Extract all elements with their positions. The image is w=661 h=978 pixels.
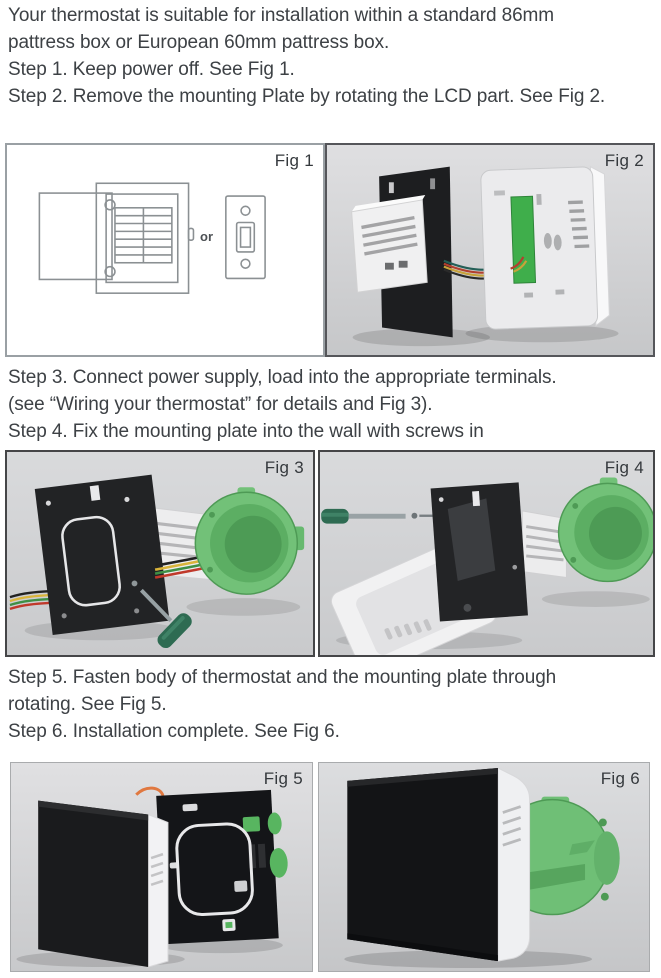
installed-render: [344, 767, 620, 969]
intro-and-steps-1-2: Your thermostat is suitable for installa…: [8, 2, 661, 110]
pattress-box: [194, 487, 305, 595]
mounting-plate: [34, 474, 170, 636]
switch-rocker: [235, 221, 256, 253]
plate-squircle: [175, 822, 254, 916]
text-line: Step 5. Fasten body of thermostat and th…: [8, 667, 557, 688]
back-plate: [480, 165, 610, 330]
wiring-render: [9, 474, 305, 649]
screw-icon: [104, 265, 116, 278]
fastening-render: [16, 786, 288, 968]
wire-ends: [510, 256, 528, 273]
figure-4-panel: Fig 4: [318, 450, 655, 657]
light-switch-plate: [225, 195, 266, 280]
thermostat-body: [347, 767, 498, 962]
power-module-top: [351, 195, 426, 212]
figure-1-panel: or Fig 1: [5, 143, 325, 357]
screwdriver-icon: [131, 580, 192, 649]
screw-icon: [104, 199, 116, 211]
fixing-render: [321, 477, 653, 655]
figure-6-label: Fig 6: [600, 769, 640, 788]
text-line: Step 6. Installation complete. See Fig 6…: [8, 721, 340, 742]
figure-6-panel: Fig 6: [318, 762, 650, 972]
figure-2-panel: Fig 2: [325, 143, 655, 357]
fuse-box-drawing: [38, 182, 266, 294]
text-line: Step 3. Connect power supply, load into …: [8, 367, 557, 388]
screw-icon: [240, 205, 251, 216]
text-line: (see “Wiring your thermostat” for detail…: [8, 394, 433, 415]
text-line: Step 1. Keep power off. See Fig 1.: [8, 59, 295, 80]
power-module: [351, 199, 428, 293]
text-line: rotating. See Fig 5.: [8, 694, 167, 715]
figure-3-panel: Fig 3: [5, 450, 315, 657]
figure-5-panel: Fig 5: [10, 762, 313, 972]
mounting-plate: [156, 789, 288, 945]
screwdriver-icon: [321, 508, 435, 524]
figure-5-label: Fig 5: [263, 769, 303, 788]
text-line: Step 2. Remove the mounting Plate by rot…: [8, 86, 606, 107]
latch: [187, 227, 195, 241]
steps-5-6: Step 5. Fasten body of thermostat and th…: [8, 664, 661, 745]
orange-wire: [135, 786, 165, 797]
figure-2-label: Fig 2: [604, 151, 644, 170]
text-line: Your thermostat is suitable for installa…: [8, 5, 554, 26]
thermostat-side-edge: [147, 813, 169, 968]
figure-1-label: Fig 1: [274, 151, 314, 170]
steps-3-4: Step 3. Connect power supply, load into …: [8, 364, 661, 445]
thermostat-back-render: [351, 165, 619, 347]
plate-squircle: [61, 515, 121, 607]
screw-icon: [240, 258, 251, 269]
fuse-box-inner-frame: [105, 193, 179, 284]
mounting-plate: [430, 482, 528, 622]
switch-rocker-inner: [239, 226, 252, 248]
figure-3-label: Fig 3: [264, 458, 304, 477]
text-line: pattress box or European 60mm pattress b…: [8, 32, 390, 53]
pattress-box: [557, 477, 653, 583]
pcb-green: [510, 195, 537, 284]
or-label: or: [200, 229, 213, 244]
text-line: Step 4. Fix the mounting plate into the …: [8, 421, 484, 442]
fuse-box-door: [38, 192, 113, 281]
thermostat-body: [38, 800, 149, 968]
figure-4-label: Fig 4: [604, 458, 644, 477]
thermostat-side-edge: [497, 767, 531, 962]
